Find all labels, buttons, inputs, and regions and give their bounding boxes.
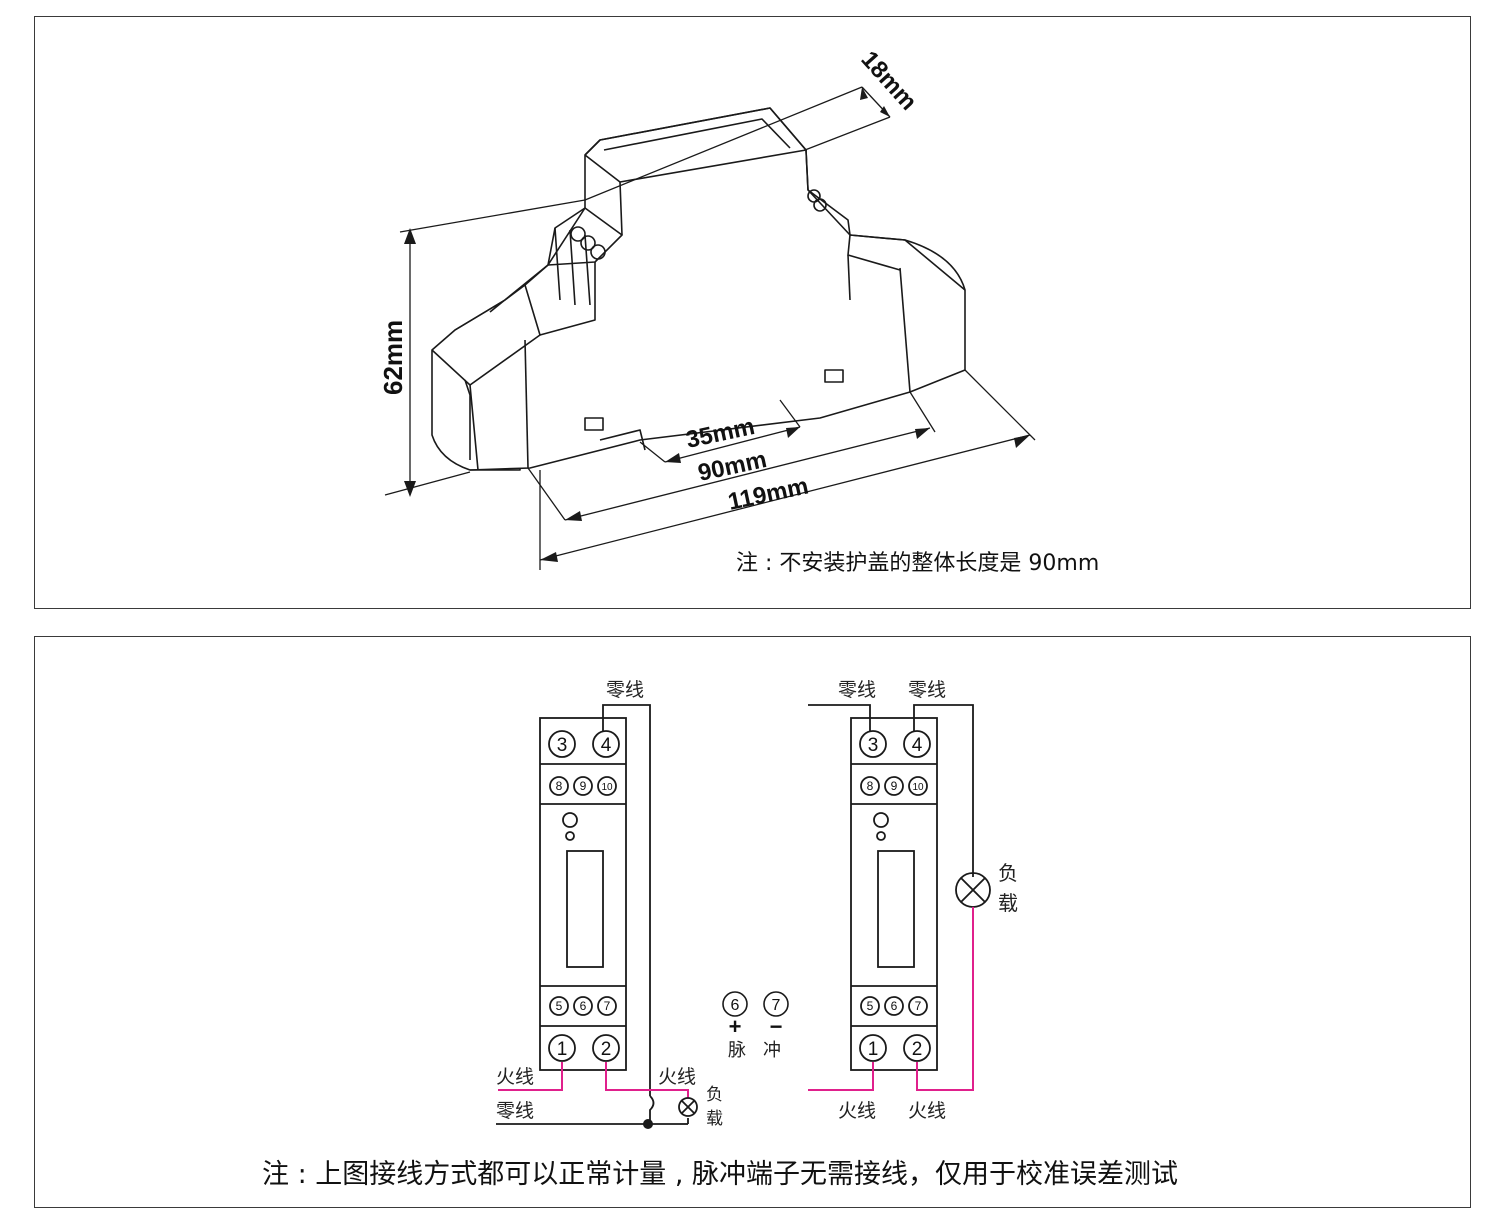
pulse-label-2: 冲 (763, 1040, 781, 1061)
wiring-panel (34, 636, 1471, 1208)
live-label-left-out: 火线 (658, 1066, 696, 1088)
terminal-7-left: 7 (604, 999, 611, 1013)
terminal-10-left: 10 (601, 782, 613, 793)
terminal-6-right: 6 (891, 999, 898, 1013)
terminal-10-right: 10 (912, 782, 924, 793)
neutral-label-left-bottom: 零线 (496, 1100, 534, 1122)
pulse-minus-sign: − (770, 1014, 783, 1039)
dimension-panel (34, 16, 1471, 609)
terminal-8-left: 8 (556, 779, 563, 793)
live-label-right-1: 火线 (838, 1100, 876, 1122)
terminal-3-right: 3 (868, 735, 879, 756)
terminal-4-left: 4 (601, 735, 612, 756)
load-label-right-bottom: 载 (998, 891, 1018, 915)
pulse-plus-sign: + (729, 1014, 742, 1039)
terminal-5-left: 5 (556, 999, 563, 1013)
height-dimension-label: 62mm (378, 320, 408, 395)
neutral-label-right-1: 零线 (838, 679, 876, 701)
terminal-2-left: 2 (601, 1039, 612, 1060)
live-label-left-in: 火线 (496, 1066, 534, 1088)
pulse-terminal-6: 6 (731, 997, 740, 1014)
terminal-1-right: 1 (868, 1039, 879, 1060)
terminal-9-right: 9 (891, 779, 898, 793)
load-label-right-top: 负 (998, 861, 1018, 885)
terminal-4-right: 4 (912, 735, 923, 756)
neutral-label-right-2: 零线 (908, 679, 946, 701)
terminal-7-right: 7 (915, 999, 922, 1013)
terminal-2-right: 2 (912, 1039, 923, 1060)
terminal-3-left: 3 (557, 735, 568, 756)
terminal-9-left: 9 (580, 779, 587, 793)
top-note: 注 : 不安装护盖的整体长度是 90mm (736, 551, 1100, 576)
pulse-terminal-7: 7 (772, 997, 781, 1014)
pulse-label-1: 脉 (728, 1040, 746, 1061)
terminal-1-left: 1 (557, 1039, 568, 1060)
meter-right (850, 717, 938, 1071)
meter-left (539, 717, 627, 1071)
live-label-right-2: 火线 (908, 1100, 946, 1122)
bottom-note: 注 : 上图接线方式都可以正常计量 , 脉冲端子无需接线，仅用于校准误差测试 (262, 1159, 1179, 1190)
terminal-8-right: 8 (867, 779, 874, 793)
load-label-left-top: 负 (706, 1085, 723, 1105)
load-label-left-bottom: 载 (706, 1109, 723, 1129)
neutral-label-left: 零线 (606, 679, 644, 701)
terminal-5-right: 5 (867, 999, 874, 1013)
terminal-6-left: 6 (580, 999, 587, 1013)
